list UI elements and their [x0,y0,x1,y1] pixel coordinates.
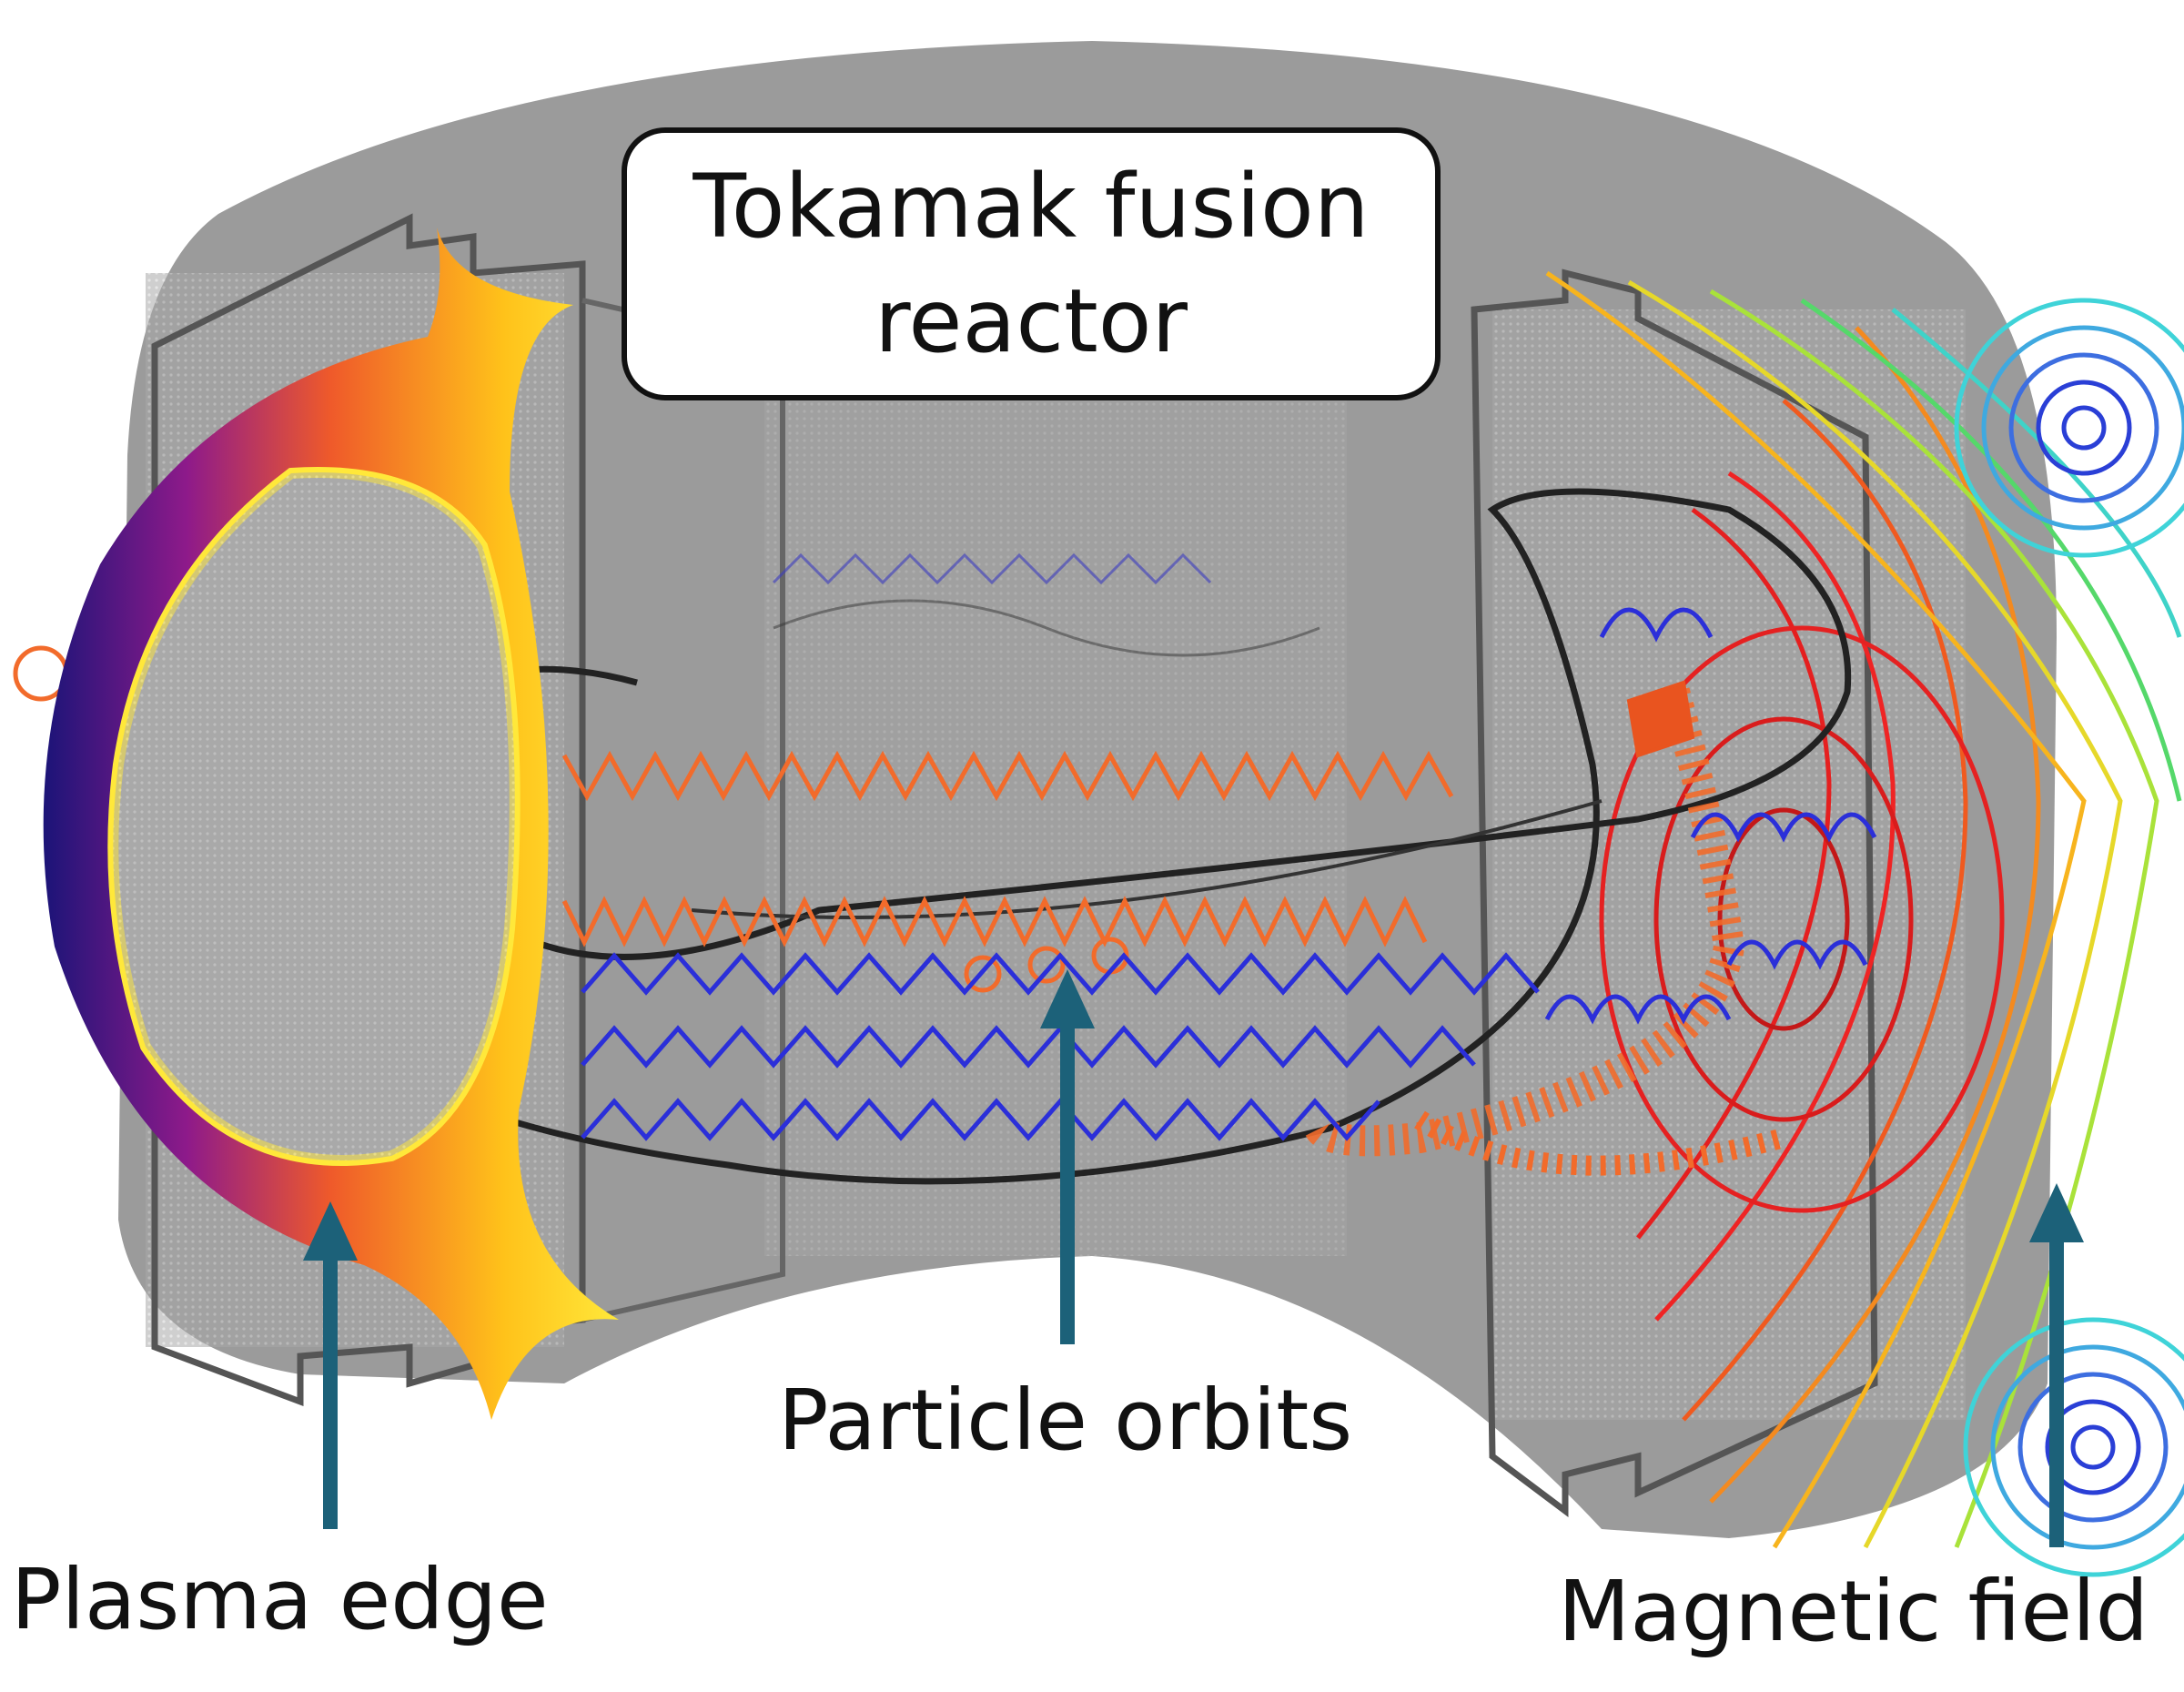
magnetic-field-lines [1545,270,2184,1577]
orbit-blue-3 [581,1098,1380,1141]
lower-field-vortex [1963,1317,2184,1577]
orbit-blue-2 [581,1025,1476,1069]
label-plasma-edge: Plasma edge [11,1551,549,1648]
vessel-mesh-center [764,328,1347,1256]
arrow-plasma-edge [303,1201,358,1529]
arrow-up-icon [1040,969,1095,1028]
orbit-orange-lower [561,896,1428,947]
label-magnetic-field: Magnetic field [1558,1563,2149,1660]
plasma-edge-shape [43,228,619,1420]
orbit-orange-upper [561,750,1454,802]
upper-field-vortex [1954,298,2184,558]
title-box: Tokamak fusion reactor [622,127,1441,400]
arrow-magnetic-field [2029,1183,2084,1547]
orbit-blue-1 [581,952,1540,996]
arrow-up-icon [303,1201,358,1261]
diagram-title: Tokamak fusion reactor [693,156,1370,372]
right-port-frame [1471,268,1878,1517]
label-particle-orbits: Particle orbits [778,1372,1353,1469]
arrow-up-icon [2029,1183,2084,1242]
arrow-particle-orbits [1040,969,1095,1344]
orbit-blue-faint [772,552,1212,585]
